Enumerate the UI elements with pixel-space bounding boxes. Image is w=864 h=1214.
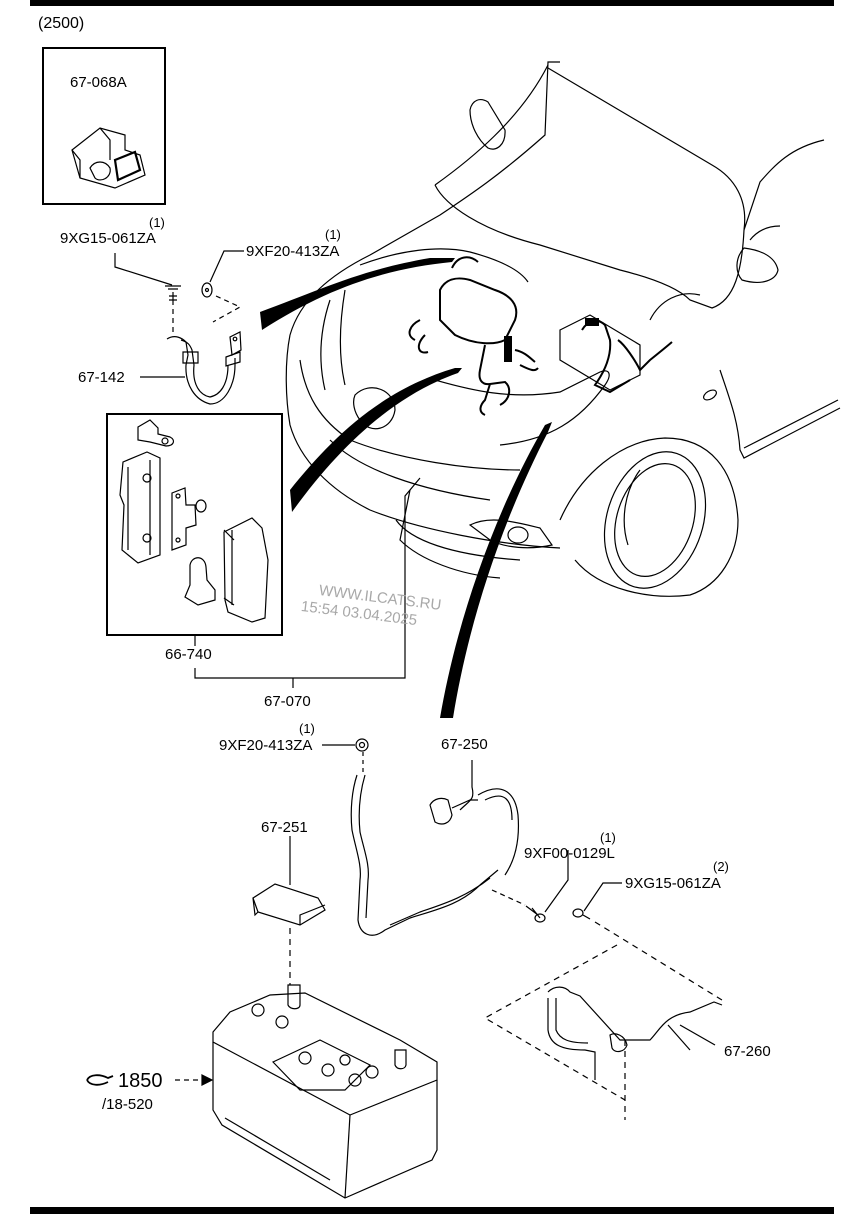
part-label-9XF20-413ZA-mid[interactable]: 9XF20-413ZA: [219, 737, 313, 754]
group-code: (2500): [38, 15, 85, 32]
hand-pointer-icon: [86, 1074, 114, 1086]
mid-fasteners: [322, 738, 369, 772]
top-fasteners: [114, 250, 244, 334]
part-label-66-740[interactable]: 66-740: [165, 646, 212, 663]
negative-cable-drawing: [547, 986, 723, 1080]
part-label-9XF20-413ZA-top[interactable]: 9XF20-413ZA: [246, 243, 340, 260]
connector-drawing: [71, 127, 146, 189]
fuse-block-drawing: [119, 419, 269, 623]
part-label-67-142[interactable]: 67-142: [78, 369, 125, 386]
engine-harness: [408, 256, 673, 416]
lower-fasteners: [483, 850, 723, 1120]
battery-ref-link[interactable]: 1850: [118, 1070, 163, 1092]
qty-nut-top: (1): [325, 227, 341, 242]
qty-bolt-bottom: (2): [713, 859, 729, 874]
part-label-9XG15-061ZA-top[interactable]: 9XG15-061ZA: [60, 230, 156, 247]
part-label-67-250[interactable]: 67-250: [441, 736, 488, 753]
battery-drawing: [212, 984, 438, 1199]
part-label-9XF00-0129L[interactable]: 9XF00-0129L: [524, 845, 615, 862]
qty-bolt-flange: (1): [600, 830, 616, 845]
fuse-block-inset-box: [106, 413, 283, 636]
qty-bolt-top: (1): [149, 215, 165, 230]
part-label-67-070[interactable]: 67-070: [264, 693, 311, 710]
part-label-67-260[interactable]: 67-260: [724, 1043, 771, 1060]
part-label-67-068A[interactable]: 67-068A: [70, 74, 127, 91]
part-label-67-251[interactable]: 67-251: [261, 819, 308, 836]
car-illustration: [285, 61, 841, 597]
bottom-border: [30, 1207, 834, 1214]
connector-inset-box: [42, 47, 166, 205]
qty-nut-mid: (1): [299, 721, 315, 736]
top-border: [30, 0, 834, 6]
leader-swooshes: [260, 258, 552, 718]
ground-cable-drawing: [140, 331, 242, 405]
battery-subref[interactable]: /18-520: [102, 1096, 153, 1113]
battery-cover-drawing: [252, 836, 326, 985]
positive-cable-drawing: [350, 760, 520, 936]
harness-junction: [504, 336, 512, 362]
part-label-9XG15-061ZA-bottom[interactable]: 9XG15-061ZA: [625, 875, 721, 892]
